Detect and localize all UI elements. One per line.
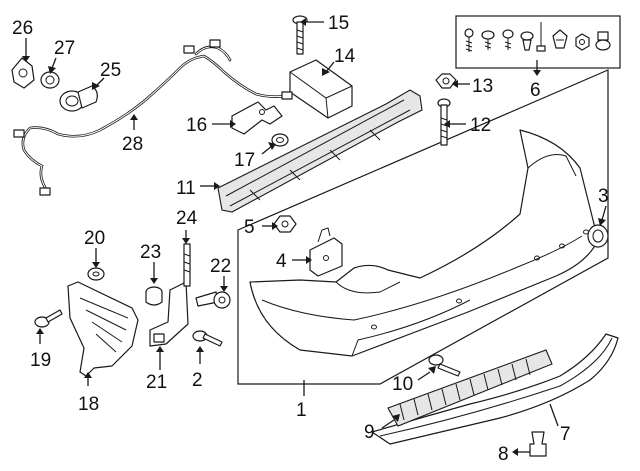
side-bracket-18 [67, 281, 139, 377]
callout-2: 2 [192, 370, 203, 391]
push-pin-8 [529, 431, 547, 457]
washer-20 [87, 267, 105, 281]
sensor-ring-27 [40, 71, 60, 89]
stud-24 [183, 243, 191, 287]
callout-22: 22 [210, 256, 231, 277]
kit-push-pin [520, 31, 534, 51]
bracket-21 [149, 281, 189, 347]
kit-screw-1 [464, 28, 474, 52]
callout-14: 14 [334, 46, 356, 67]
callout-6: 6 [530, 80, 541, 101]
callout-7: 7 [560, 424, 571, 445]
callout-27: 27 [54, 38, 75, 59]
kit-grommet [595, 31, 611, 51]
kit-screw-3 [502, 29, 514, 50]
callout-9: 9 [364, 422, 375, 443]
callout-20: 20 [84, 228, 105, 249]
screw-22 [195, 291, 231, 309]
screw-19 [34, 309, 63, 328]
callout-13: 13 [472, 76, 493, 97]
bracket-16 [231, 101, 283, 135]
bracket-4 [309, 227, 343, 277]
control-module [289, 59, 353, 119]
kit-nut [575, 33, 590, 51]
bumper-cover [249, 129, 599, 357]
callout-11: 11 [176, 178, 196, 199]
parking-sensor-25 [59, 85, 98, 112]
callout-19: 19 [30, 350, 51, 371]
callout-28: 28 [122, 134, 143, 155]
kit-long-pin [536, 22, 546, 52]
callout-21: 21 [146, 372, 167, 393]
callout-labels: 1 2 3 4 5 6 7 8 9 10 11 12 13 14 15 16 1… [12, 13, 609, 465]
grommet-3 [587, 224, 609, 248]
callout-23: 23 [140, 242, 161, 263]
callout-25: 25 [100, 60, 121, 81]
clip-23 [145, 286, 163, 306]
callout-5: 5 [244, 217, 255, 238]
sensor-holder-26 [11, 57, 35, 89]
kit-clip [552, 29, 568, 49]
leader-lines [22, 18, 607, 456]
kit-screw-2 [481, 30, 495, 50]
nut-13 [435, 73, 457, 89]
nut-5 [273, 215, 297, 233]
callout-16: 16 [186, 115, 207, 136]
callout-18: 18 [78, 394, 99, 415]
callout-10: 10 [392, 374, 413, 395]
screw-10 [428, 354, 461, 377]
callout-8: 8 [498, 444, 509, 465]
nut-17 [271, 133, 289, 147]
fastener-kit-box [455, 15, 621, 69]
callout-24: 24 [176, 208, 198, 229]
screw-2 [192, 330, 223, 347]
callout-12: 12 [470, 115, 491, 136]
callout-3: 3 [598, 186, 609, 207]
callout-1: 1 [296, 400, 307, 421]
callout-26: 26 [12, 18, 33, 39]
impact-absorber-bar [217, 89, 423, 213]
callout-17: 17 [234, 150, 255, 171]
callout-4: 4 [276, 251, 287, 272]
bumper-assembly-frame [237, 69, 609, 385]
callout-15: 15 [328, 13, 349, 34]
lower-valance [371, 333, 619, 445]
diffuser-grille [387, 349, 553, 427]
wiring-harness-28 [13, 39, 293, 196]
